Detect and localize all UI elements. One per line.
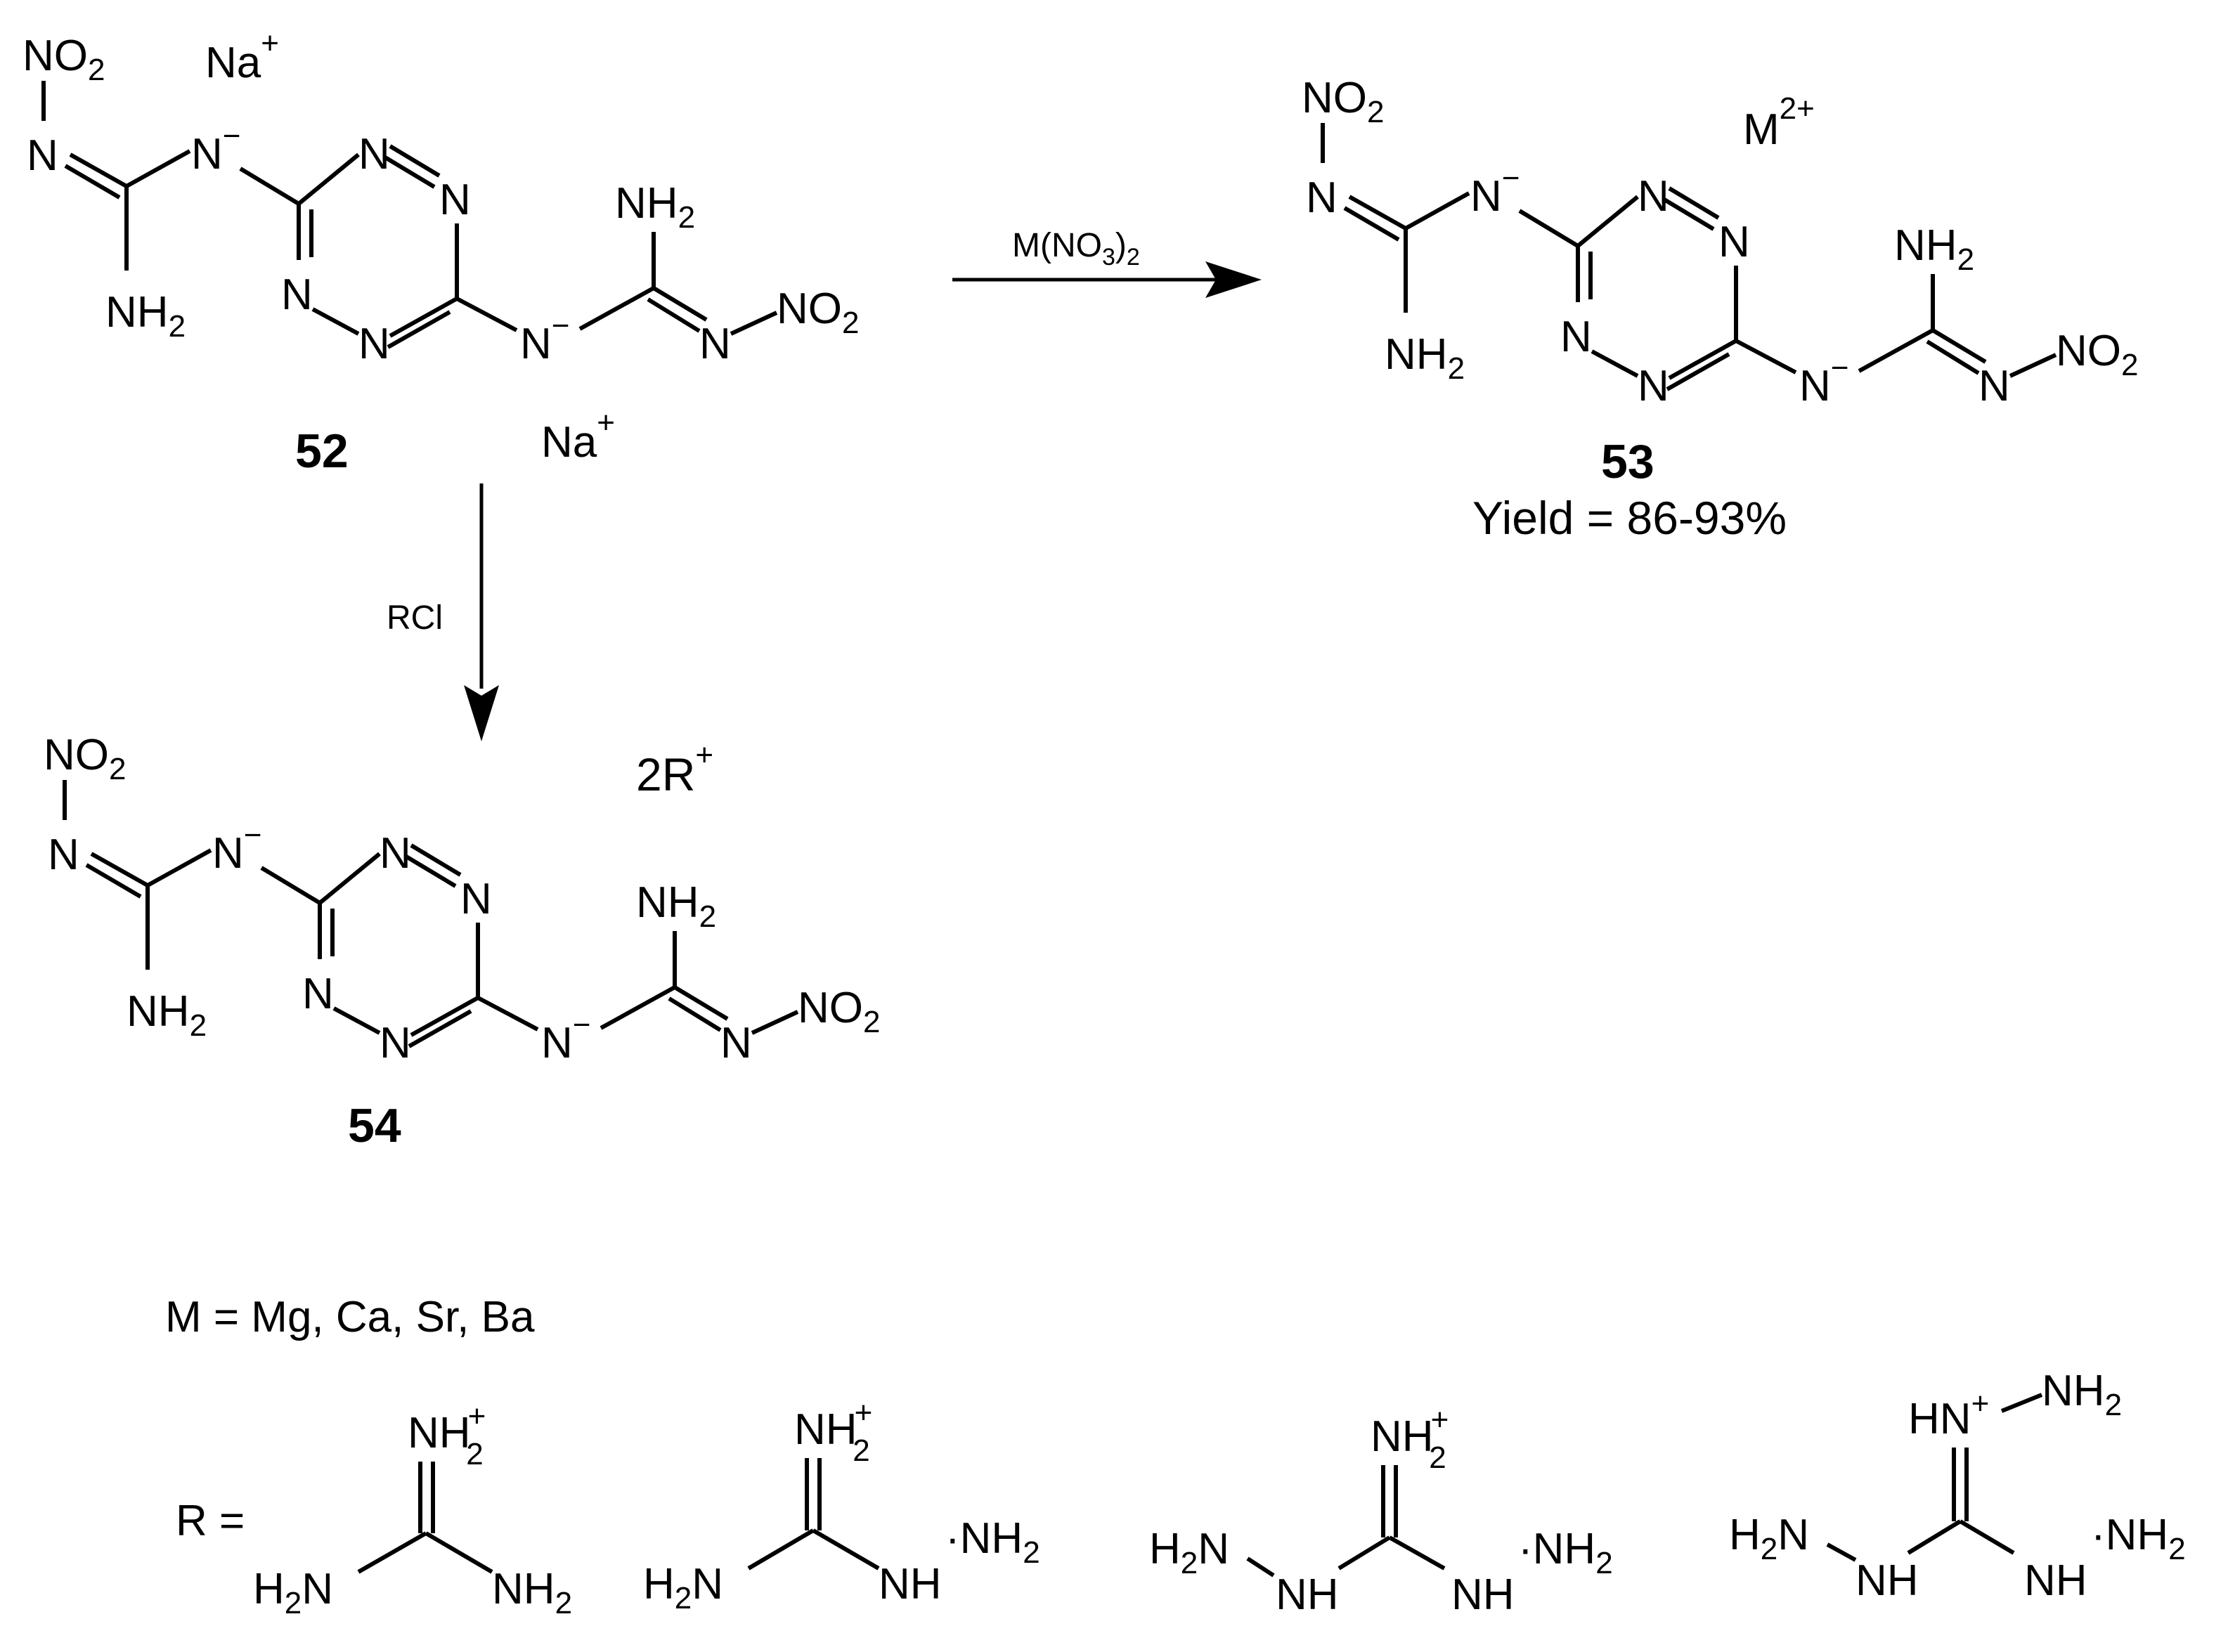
compound-54: 2R+ 54 bbox=[44, 731, 880, 1152]
metal-definition: M = Mg, Ca, Sr, Ba bbox=[165, 1293, 535, 1341]
r-counterion: 2R+ bbox=[636, 738, 713, 800]
svg-text:NH: NH bbox=[1451, 1570, 1515, 1619]
svg-text:NH: NH bbox=[2024, 1556, 2087, 1605]
svg-text:NH2: NH2 bbox=[492, 1565, 572, 1620]
svg-text:H2N: H2N bbox=[1729, 1511, 1809, 1566]
svg-text:NH: NH bbox=[1276, 1570, 1339, 1619]
metal-counterion: M2+ bbox=[1743, 91, 1815, 154]
svg-text:NH: NH bbox=[879, 1560, 942, 1608]
svg-text:H2N: H2N bbox=[643, 1560, 723, 1615]
r-guanidinium: NH+2 H2N NH2 bbox=[253, 1399, 572, 1620]
sodium-counterion-1: Na+ bbox=[205, 26, 279, 87]
compound-number-53: 53 bbox=[1601, 435, 1654, 488]
r-aminoguanidinium: NH+2 H2N NH ·NH2 bbox=[643, 1396, 1040, 1615]
svg-text:NH+2: NH+2 bbox=[1371, 1403, 1449, 1475]
svg-text:NH+2: NH+2 bbox=[408, 1399, 486, 1471]
svg-text:NH: NH bbox=[1855, 1556, 1919, 1605]
svg-text:HN+: HN+ bbox=[1908, 1386, 1989, 1443]
compound-53: M2+ 53 Yield = 86-93% bbox=[1302, 74, 2138, 544]
r-triaminoguanidinium: HN+ NH2 H2N NH NH ·NH2 bbox=[1729, 1367, 2186, 1605]
svg-text:·NH2: ·NH2 bbox=[1518, 1525, 1613, 1580]
svg-text:H2N: H2N bbox=[253, 1565, 333, 1620]
compound-number-52: 52 bbox=[295, 424, 349, 478]
svg-text:·NH2: ·NH2 bbox=[2091, 1511, 2186, 1566]
r-diaminoguanidinium: NH+2 H2N NH NH ·NH2 bbox=[1149, 1403, 1613, 1619]
svg-text:H2N: H2N bbox=[1149, 1525, 1229, 1580]
compound-52: Na+ Na+ 52 bbox=[22, 26, 859, 478]
svg-text:NH2: NH2 bbox=[2042, 1367, 2122, 1422]
sodium-counterion-2: Na+ bbox=[541, 405, 615, 467]
svg-text:NH+2: NH+2 bbox=[794, 1396, 872, 1468]
svg-text:·NH2: ·NH2 bbox=[945, 1514, 1040, 1570]
yield-text: Yield = 86-93% bbox=[1472, 492, 1787, 544]
compound-number-54: 54 bbox=[348, 1099, 401, 1152]
reagent-rcl: RCl bbox=[387, 599, 443, 637]
arrow-to-54: RCl bbox=[387, 483, 499, 741]
r-definition-prefix: R = bbox=[176, 1497, 245, 1545]
reagent-metal-nitrate: M(NO3)2 bbox=[1012, 227, 1140, 271]
arrow-to-53: M(NO3)2 bbox=[952, 227, 1262, 298]
